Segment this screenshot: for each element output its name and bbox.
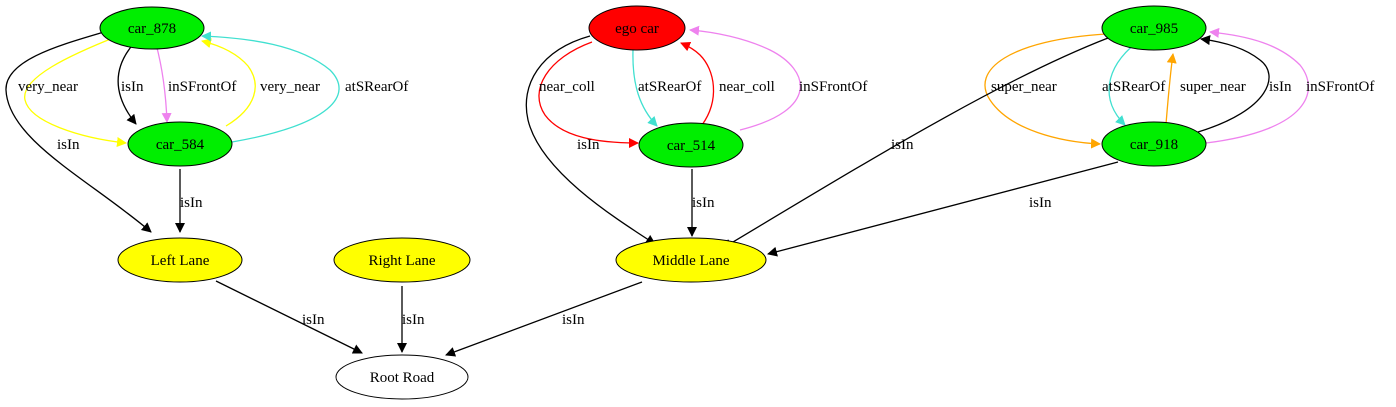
node-label: ego car [615,21,659,37]
edge-label: isIn [402,312,425,328]
edge-label: isIn [577,137,600,153]
edge-car918-middlelane-isIn: isIn [767,161,1119,257]
node-car-985[interactable]: car_985 [1101,5,1207,51]
edge-label: isIn [692,195,715,211]
edge-label: inSFrontOf [1306,79,1374,95]
node-middle-lane[interactable]: Middle Lane [615,237,767,283]
edge-car918-car985-isIn: isIn [1197,35,1292,133]
edge-label: isIn [121,79,144,95]
node-ego-car[interactable]: ego car [588,5,686,51]
node-car-918[interactable]: car_918 [1101,121,1207,167]
edge-label: isIn [57,137,80,153]
edge-label: inSFrontOf [168,79,236,95]
edge-label: isIn [562,312,585,328]
node-left-lane[interactable]: Left Lane [117,237,243,283]
edge-label: isIn [302,312,325,328]
edge-label: very_near [18,79,78,95]
node-label: car_985 [1130,21,1178,37]
edge-car878-car584-very-near: very_near [18,35,127,147]
edge-car918-car985-super-near: super_near [1165,53,1246,125]
edge-label: inSFrontOf [799,79,867,95]
edge-label: isIn [1269,79,1292,95]
edge-label: atSRearOf [1102,79,1165,95]
node-label: Root Road [370,370,435,386]
edge-egocar-car514-atSRearOf: atSRearOf [632,49,701,127]
edge-car514-middlelane-isIn: isIn [687,169,715,237]
node-label: Right Lane [368,253,435,269]
node-label: car_514 [667,138,716,154]
edge-rightlane-rootroad-isIn: isIn [397,286,425,353]
edge-car584-car878-very-near: very_near [201,38,320,127]
node-label: Left Lane [151,253,210,269]
node-right-lane[interactable]: Right Lane [333,237,471,283]
edge-car985-car918-atSRearOf: atSRearOf [1102,42,1165,126]
edge-car985-car918-super-near: super_near [984,33,1107,149]
node-car-514[interactable]: car_514 [638,122,744,168]
node-label: car_918 [1130,137,1178,153]
edge-egocar-middlelane-isIn: isIn [525,35,656,245]
edge-car985-middlelane-isIn: isIn [722,37,1109,249]
edge-car878-car584-isIn: isIn [117,41,144,125]
edge-label: very_near [260,79,320,95]
node-label: car_584 [156,137,205,153]
edge-label: atSRearOf [345,79,408,95]
edge-label: atSRearOf [638,79,701,95]
edge-car584-leftlane-isIn: isIn [175,169,203,233]
node-label: car_878 [128,21,176,37]
nodes: car_878 car_584 Left Lane Right Lane Roo… [99,5,1207,400]
edge-label: super_near [991,79,1057,95]
edge-car918-car985-inSFrontOf: inSFrontOf [1205,27,1374,144]
edge-leftlane-rootroad-isIn: isIn [215,280,363,354]
edge-car584-car878-atSRearOf: atSRearOf [201,31,408,143]
edge-middlelane-rootroad-isIn: isIn [445,281,643,357]
edge-label: near_coll [719,79,775,95]
edge-car514-egocar-inSFrontOf: inSFrontOf [689,25,867,131]
node-car-584[interactable]: car_584 [127,121,233,167]
edges: very_near isIn inSFrontOf very_near atSR… [5,25,1374,357]
edge-car878-leftlane-isIn: isIn [5,31,152,233]
node-root-road[interactable]: Root Road [335,354,469,400]
edge-label: isIn [180,195,203,211]
edge-car514-egocar-near-coll: near_coll [680,41,775,126]
node-label: Middle Lane [652,253,729,269]
edge-label: isIn [891,137,914,153]
edge-car878-car584-inSFrontOf: inSFrontOf [155,43,236,123]
edge-label: near_coll [539,79,595,95]
edge-egocar-car514-near-coll: near_coll [538,41,639,148]
edge-label: super_near [1180,79,1246,95]
node-car-878[interactable]: car_878 [99,6,205,50]
edge-label: isIn [1029,195,1052,211]
